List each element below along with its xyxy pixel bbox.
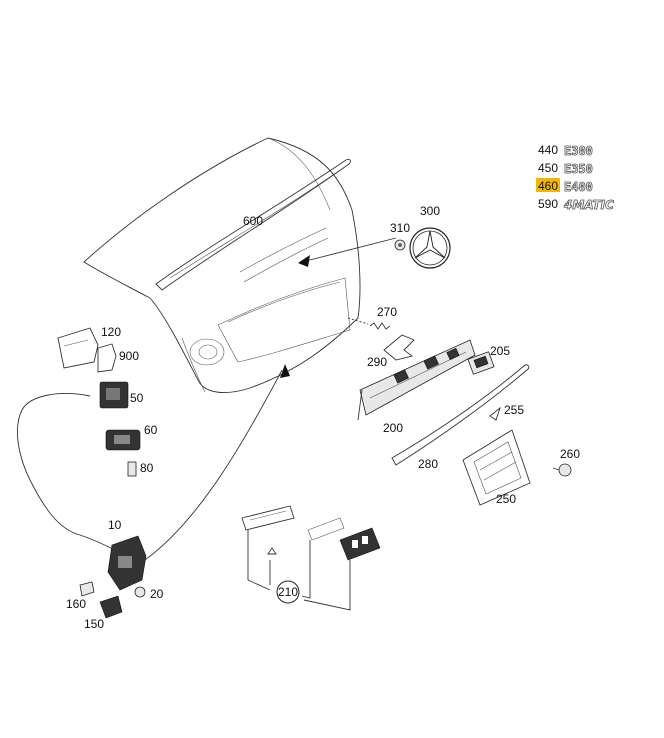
label-310: 310 xyxy=(390,221,410,235)
label-120: 120 xyxy=(101,325,121,339)
release-cable xyxy=(16,393,116,551)
label-290: 290 xyxy=(367,355,387,369)
variant-badge-4matic: 4MATIC xyxy=(563,198,614,212)
variant-badge-e300: E300 xyxy=(564,144,593,158)
lock-actuator xyxy=(99,381,129,409)
star-emblem xyxy=(409,227,451,269)
label-set-210 xyxy=(241,505,381,611)
bolt-part xyxy=(127,461,137,477)
emblem-clip xyxy=(394,239,406,251)
switch-part xyxy=(467,351,495,375)
license-lamp-strip xyxy=(357,339,476,421)
variant-code-460: 460 xyxy=(538,179,558,193)
label-270: 270 xyxy=(377,305,397,319)
part-150 xyxy=(99,595,123,619)
label-300: 300 xyxy=(420,204,440,218)
variant-badge-e350: E350 xyxy=(564,162,593,176)
label-900: 900 xyxy=(119,349,139,363)
variant-code-450: 450 xyxy=(538,161,558,175)
label-150: 150 xyxy=(84,617,104,631)
hinge-part xyxy=(107,535,147,591)
label-255: 255 xyxy=(504,403,524,417)
label-80: 80 xyxy=(140,461,154,475)
label-600: 600 xyxy=(243,214,263,228)
label-50: 50 xyxy=(130,391,144,405)
latch-part xyxy=(105,429,141,451)
trim-strip xyxy=(391,364,530,466)
label-280: 280 xyxy=(418,457,438,471)
bolt-160 xyxy=(79,581,95,597)
variant-badge-e400: E400 xyxy=(564,180,593,194)
variant-code-590: 590 xyxy=(538,197,558,211)
trunk-lid xyxy=(83,137,361,393)
label-260: 260 xyxy=(560,447,580,461)
variant-highlight xyxy=(536,178,560,192)
plate-holder xyxy=(462,429,531,506)
screw-part xyxy=(552,463,572,477)
label-200: 200 xyxy=(383,421,403,435)
variant-legend: 440 E300 450 E350 460 E400 590 4MATIC xyxy=(536,143,614,212)
label-60: 60 xyxy=(144,423,158,437)
clip-part xyxy=(489,406,501,421)
label-20: 20 xyxy=(150,587,164,601)
variant-code-440: 440 xyxy=(538,143,558,157)
label-210: 210 xyxy=(278,585,298,599)
bracket-part xyxy=(383,334,415,361)
lock-bracket xyxy=(97,343,117,373)
screw-20 xyxy=(134,586,146,598)
label-160: 160 xyxy=(66,597,86,611)
lock-cover xyxy=(57,327,99,369)
spring-part xyxy=(347,317,391,330)
label-10: 10 xyxy=(108,518,122,532)
label-250: 250 xyxy=(496,492,516,506)
label-205: 205 xyxy=(490,344,510,358)
